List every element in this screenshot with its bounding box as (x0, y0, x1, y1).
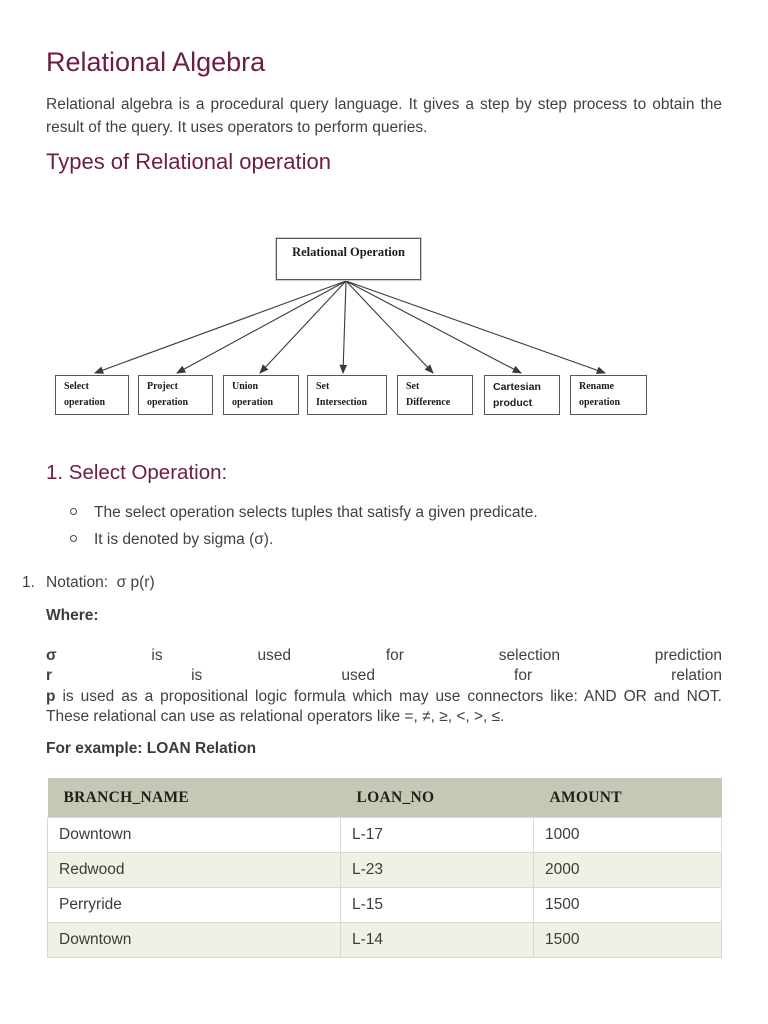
column-header-loan-no: LOAN_NO (340, 778, 534, 818)
diagram-box-rename-operation: Rename operation (570, 375, 647, 415)
diagram-box-label-line1: Cartesian (493, 381, 541, 393)
column-header-branch-name: BRANCH_NAME (47, 778, 341, 818)
bullet-circle-icon (70, 535, 77, 542)
diagram-box-set-intersection: Set Intersection (307, 375, 387, 415)
diagram-box-label-line2: product (493, 397, 533, 409)
diagram-box-label-line1: Set (316, 381, 330, 392)
page-title: Relational Algebra (46, 47, 266, 77)
diagram-box-label-line2: operation (64, 397, 106, 408)
list-item: The select operation selects tuples that… (70, 505, 710, 521)
word: is (151, 647, 163, 664)
notation-text: Notation: σ p(r) (46, 574, 155, 591)
diagram-box-label-line1: Set (406, 381, 420, 392)
diagram-box-union-operation: Union operation (223, 375, 299, 415)
select-operation-heading: 1. Select Operation: (46, 461, 228, 484)
column-header-amount: AMOUNT (533, 778, 722, 818)
diagram-box-label-line2: operation (232, 397, 274, 408)
table-cell: L-17 (340, 817, 534, 853)
list-item: It is denoted by sigma (σ). (70, 532, 710, 548)
table-cell: 2000 (533, 852, 722, 888)
sigma-symbol: σ (46, 647, 57, 664)
diagram-box-label-line2: Difference (406, 397, 451, 408)
word: for (385, 647, 404, 664)
table-cell: L-14 (340, 922, 534, 958)
p-symbol: p (46, 688, 56, 705)
diagram-box-project-operation: Project operation (138, 375, 213, 415)
table-cell: Downtown (47, 922, 341, 958)
diagram-box-label-line2: Intersection (316, 397, 368, 408)
bullet-text: It is denoted by sigma (σ). (94, 531, 274, 548)
diagram-box-set-difference: Set Difference (397, 375, 473, 415)
p-definition-paragraph: p is used as a propositional logic formu… (46, 687, 722, 727)
word: used (341, 667, 375, 684)
notation-number: 1. (22, 574, 35, 591)
diagram-box-label-line1: Project (147, 381, 178, 392)
table-cell: 1500 (533, 922, 722, 958)
diagram-box-label-line1: Union (232, 381, 259, 392)
select-bullet-list: The select operation selects tuples that… (70, 505, 710, 559)
word: prediction (654, 647, 722, 664)
diagram-box-label-line1: Select (64, 381, 89, 392)
word: is (191, 667, 203, 684)
diagram-box-label-line1: Rename (579, 381, 614, 392)
r-symbol: r (46, 667, 53, 684)
table-cell: Perryride (47, 887, 341, 923)
table-cell: Downtown (47, 817, 341, 853)
diagram-box-cartesian-product: Cartesian product (484, 375, 560, 415)
word: for (514, 667, 533, 684)
intro-paragraph: Relational algebra is a procedural query… (46, 96, 722, 136)
diagram-box-label-line2: operation (147, 397, 189, 408)
table-cell: Redwood (47, 852, 341, 888)
sigma-definition-row: σ is used for selection prediction (46, 647, 722, 665)
r-definition-row: r is used for relation (46, 667, 722, 685)
word: relation (671, 667, 722, 684)
table-cell: L-15 (340, 887, 534, 923)
types-heading: Types of Relational operation (46, 149, 331, 174)
table-header-row: BRANCH_NAME LOAN_NO AMOUNT (47, 778, 722, 818)
where-label: Where: (46, 607, 99, 624)
table-cell: 1500 (533, 887, 722, 923)
diagram-root-box: Relational Operation (276, 238, 421, 280)
example-label: For example: LOAN Relation (46, 740, 257, 757)
table-cell: 1000 (533, 817, 722, 853)
word: selection (498, 647, 560, 664)
p-definition-text: is used as a propositional logic formula… (46, 688, 722, 725)
word: used (257, 647, 292, 664)
diagram-arrows (93, 280, 607, 375)
bullet-text: The select operation selects tuples that… (94, 504, 538, 521)
notation-line: 1. Notation: σ p(r) (22, 574, 155, 592)
bullet-circle-icon (70, 508, 77, 515)
diagram-box-label-line2: operation (579, 397, 621, 408)
diagram-box-select-operation: Select operation (55, 375, 129, 415)
table-cell: L-23 (340, 852, 534, 888)
